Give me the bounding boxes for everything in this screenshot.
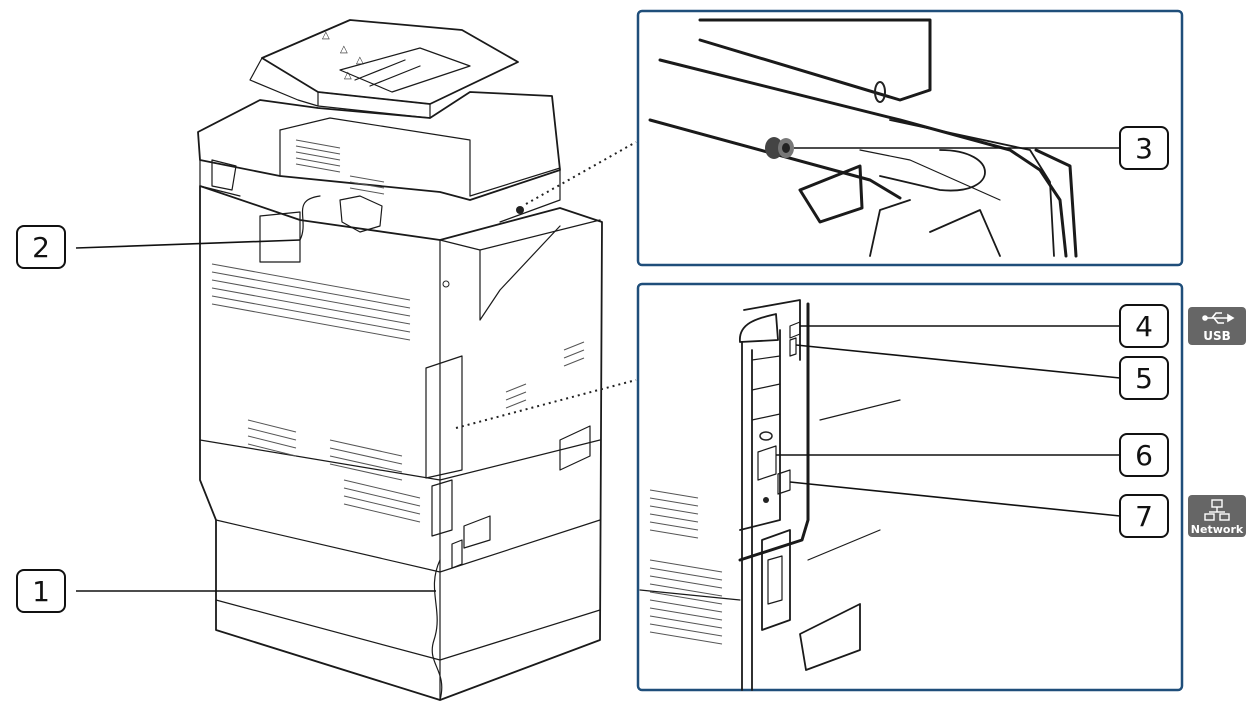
callout-4: 4	[1119, 304, 1169, 348]
detail-panel-bottom	[636, 282, 1184, 692]
callout-line-7	[789, 481, 1121, 517]
callout-number: 3	[1135, 132, 1153, 165]
printer-body	[199, 185, 603, 701]
callout-number: 4	[1135, 310, 1153, 343]
detail-panel-top	[636, 9, 1184, 267]
document-feeder: △ △ △ △	[249, 19, 519, 119]
scanner-unit	[197, 91, 561, 233]
callout-number: 2	[32, 231, 50, 264]
svg-text:△: △	[322, 30, 330, 41]
usb-label: USB	[1203, 329, 1231, 343]
callout-line-2	[75, 239, 301, 249]
callout-5: 5	[1119, 356, 1169, 400]
svg-text:△: △	[344, 70, 352, 81]
printer-illustration: △ △ △ △	[197, 19, 603, 701]
network-label: Network	[1191, 523, 1244, 536]
callout-line-5	[795, 344, 1121, 379]
callout-3: 3	[1119, 126, 1169, 170]
usb-icon	[1202, 312, 1235, 324]
leader-dotted-ports	[455, 379, 637, 429]
callout-7: 7	[1119, 494, 1169, 538]
callout-number: 6	[1135, 439, 1153, 472]
screw-icon	[765, 137, 794, 159]
callout-number: 1	[32, 575, 50, 608]
usb-badge: USB	[1188, 307, 1246, 345]
callout-2: 2	[16, 225, 66, 269]
svg-text:△: △	[356, 55, 364, 66]
svg-text:△: △	[340, 44, 348, 55]
callout-number: 5	[1135, 362, 1153, 395]
network-icon	[1204, 499, 1230, 521]
callout-6: 6	[1119, 433, 1169, 477]
callout-number: 7	[1135, 500, 1153, 533]
network-badge: Network	[1188, 495, 1246, 537]
callout-1: 1	[16, 569, 66, 613]
